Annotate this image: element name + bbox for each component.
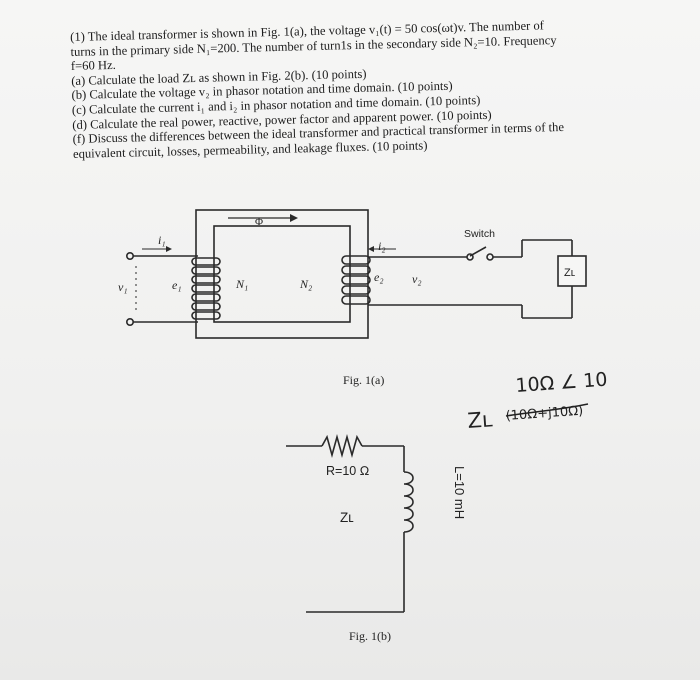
load-label-b: Zʟ <box>340 510 354 525</box>
v1-label: v₁ <box>118 280 128 294</box>
inductor-symbol <box>403 471 414 533</box>
core-outer <box>195 209 369 339</box>
e1-label: e₁ <box>172 278 182 292</box>
inductor-label: L=10 mH <box>452 466 467 519</box>
switch-blade <box>469 246 487 257</box>
fig-b-caption: Fig. 1(b) <box>349 629 391 643</box>
flux-label: Φ <box>255 216 263 228</box>
resistor-symbol <box>321 434 363 458</box>
resistor-label: R=10 Ω <box>326 464 369 478</box>
handwritten-ZL: Zʟ <box>467 407 494 433</box>
load-label: Zʟ <box>564 267 576 279</box>
primary-coil <box>191 257 221 320</box>
N2-label: N₂ <box>299 277 312 291</box>
switch-label: Switch <box>464 228 495 240</box>
secondary-coil <box>341 255 371 305</box>
i1-label: i₁ <box>158 233 166 247</box>
e2-label: e₂ <box>374 270 384 284</box>
handwritten-note: 10Ω ∠ 10 Zʟ (10Ω+j10Ω) <box>467 369 608 433</box>
primary-terminal-top <box>126 252 135 261</box>
fig-a-caption: Fig. 1(a) <box>343 373 384 387</box>
strike-line <box>505 403 589 417</box>
i2-label: i₂ <box>378 239 386 253</box>
handwritten-impedance: 10Ω ∠ 10 <box>515 369 608 397</box>
core-inner <box>213 225 351 323</box>
load-impedance-box <box>557 255 587 287</box>
load-circuit-diagram <box>286 434 414 613</box>
transformer-diagram <box>126 209 587 339</box>
v2-label: v₂ <box>412 272 422 286</box>
primary-terminal-bottom <box>126 317 135 326</box>
N1-label: N₁ <box>235 277 248 291</box>
